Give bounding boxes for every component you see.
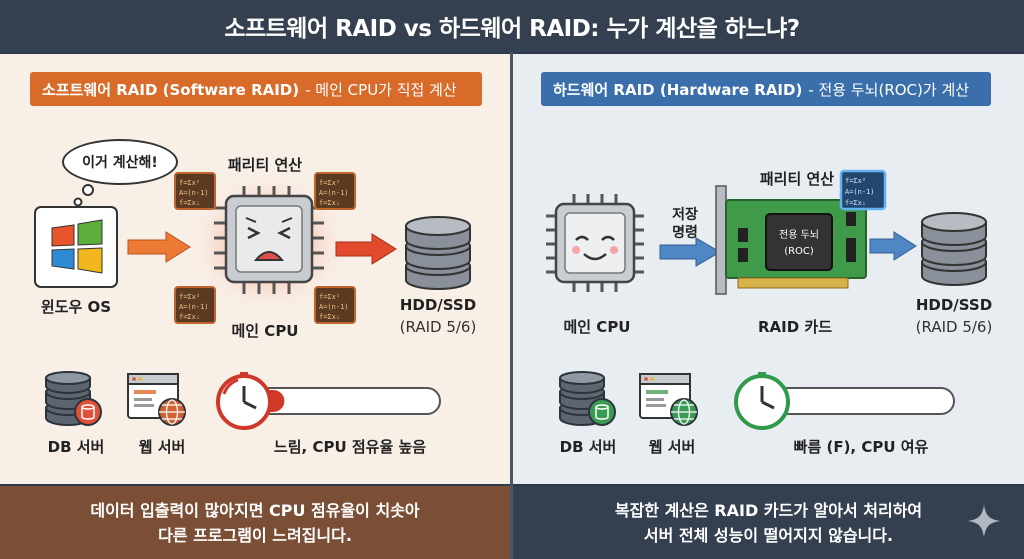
formula-chip-icon: f=Σx² A=(n-1) f=Σxᵢ (174, 286, 216, 324)
cpu-label-left: 메인 CPU (231, 322, 299, 340)
hardware-raid-tag-desc: - 전용 두뇌(ROC)가 계산 (808, 80, 970, 99)
footer-right-line2: 서버 전체 성능이 떨어지지 않습니다. (643, 525, 894, 545)
svg-text:f=Σxᵢ: f=Σxᵢ (319, 313, 340, 321)
formula-chip-icon: f=Σx² A=(n-1) f=Σxᵢ (314, 172, 356, 210)
db-server-label-left: DB 서버 (47, 438, 105, 456)
roc-chip-line2: (ROC) (784, 246, 814, 257)
bubble-tail-icon (73, 184, 94, 207)
hardware-raid-footer: 복잡한 계산은 RAID 카드가 알아서 처리하여 서버 전체 성능이 떨어지지… (513, 486, 1024, 559)
svg-text:A=(n-1): A=(n-1) (179, 189, 209, 197)
disk-sub-right: (RAID 5/6) (915, 318, 993, 336)
cpu-load-gauge-left (216, 372, 441, 430)
web-server-label-right: 웹 서버 (648, 438, 696, 456)
cpu-label-right: 메인 CPU (563, 318, 631, 336)
gauge-label-right: 빠름 (F), CPU 여유 (793, 438, 929, 456)
cpu-load-gauge-right (734, 372, 955, 430)
svg-text:A=(n-1): A=(n-1) (179, 303, 209, 311)
software-raid-tag-desc: - 메인 CPU가 직접 계산 (305, 80, 457, 99)
svg-text:f=Σx²: f=Σx² (319, 179, 340, 187)
footer-right-line1: 복잡한 계산은 RAID 카드가 알아서 처리하여 (614, 500, 923, 520)
svg-text:A=(n-1): A=(n-1) (319, 189, 349, 197)
disk-stack-icon (921, 212, 987, 286)
sparkle-icon (968, 505, 1000, 537)
hardware-raid-tag: 하드웨어 RAID (Hardware RAID) - 전용 두뇌(ROC)가 … (541, 72, 991, 106)
database-icon (559, 371, 616, 426)
disk-label-right: HDD/SSD (915, 296, 993, 314)
formula-chip-icon: f=Σx² A=(n-1) f=Σxᵢ (174, 172, 216, 210)
svg-text:f=Σx²: f=Σx² (179, 179, 200, 187)
svg-text:f=Σx²: f=Σx² (845, 177, 866, 185)
speech-bubble: 이거 계산해! (62, 139, 178, 185)
svg-text:f=Σx²: f=Σx² (179, 293, 200, 301)
svg-text:f=Σxᵢ: f=Σxᵢ (179, 313, 200, 321)
web-server-label-left: 웹 서버 (138, 438, 186, 456)
windows-icon (34, 206, 118, 288)
db-server-label-right: DB 서버 (559, 438, 617, 456)
store-command-label-1: 저장 (672, 207, 698, 223)
footer-left-line2: 다른 프로그램이 느려집니다. (158, 525, 352, 545)
stressed-cpu-icon (187, 171, 351, 315)
svg-text:A=(n-1): A=(n-1) (845, 188, 875, 196)
svg-text:f=Σxᵢ: f=Σxᵢ (179, 199, 200, 207)
disk-label-left: HDD/SSD (399, 296, 477, 314)
formula-chip-icon: f=Σx² A=(n-1) f=Σxᵢ (839, 169, 887, 211)
svg-text:f=Σxᵢ: f=Σxᵢ (319, 199, 340, 207)
footer-left-line1: 데이터 입출력이 많아지면 CPU 점유율이 치솟아 (90, 500, 420, 520)
disk-sub-left: (RAID 5/6) (399, 318, 477, 336)
web-server-icon (127, 373, 186, 426)
software-raid-tag-main: 소프트웨어 RAID (Software RAID) (42, 80, 300, 99)
arrow-card-to-disk-icon (869, 231, 917, 261)
web-server-icon (639, 373, 698, 426)
arrow-cpu-to-card-icon (659, 237, 721, 267)
arrow-cpu-to-disk-icon (335, 233, 397, 265)
parity-label-left: 패리티 연산 (227, 156, 303, 174)
svg-text:f=Σxᵢ: f=Σxᵢ (845, 199, 866, 207)
store-command-label-2: 명령 (672, 225, 698, 241)
page-title: 소프트웨어 RAID vs 하드웨어 RAID: 누가 계산을 하느냐? (0, 0, 1024, 52)
raid-card-label: RAID 카드 (757, 318, 832, 336)
panel-divider (510, 52, 513, 559)
roc-chip-line1: 전용 두뇌 (779, 229, 819, 241)
hardware-raid-tag-main: 하드웨어 RAID (Hardware RAID) (553, 80, 803, 99)
database-icon (45, 371, 102, 426)
happy-cpu-icon (546, 194, 644, 292)
software-raid-footer: 데이터 입출력이 많아지면 CPU 점유율이 치솟아 다른 프로그램이 느려집니… (0, 486, 510, 559)
disk-stack-icon (405, 216, 471, 290)
raid-card-icon: 전용 두뇌 (ROC) (715, 185, 867, 295)
gauge-label-left: 느림, CPU 점유율 높음 (273, 438, 427, 456)
windows-os-label: 윈도우 OS (40, 298, 112, 316)
svg-text:f=Σx²: f=Σx² (319, 293, 340, 301)
software-raid-tag: 소프트웨어 RAID (Software RAID) - 메인 CPU가 직접 … (30, 72, 482, 106)
parity-label-right: 패리티 연산 (759, 170, 835, 188)
arrow-os-to-cpu-icon (127, 231, 191, 263)
formula-chip-icon: f=Σx² A=(n-1) f=Σxᵢ (314, 286, 356, 324)
svg-text:A=(n-1): A=(n-1) (319, 303, 349, 311)
